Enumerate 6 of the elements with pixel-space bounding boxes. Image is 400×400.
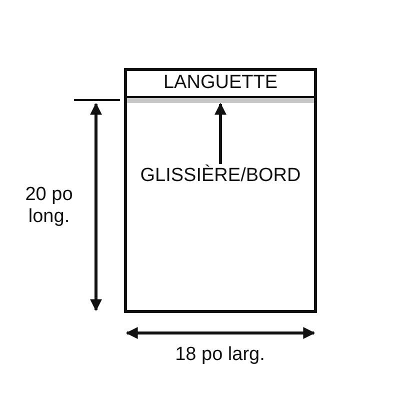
arrow — [214, 102, 226, 164]
zipper-strip — [127, 98, 314, 103]
bag-outline — [124, 68, 317, 313]
dimension-label: 18 po larg. — [174, 344, 266, 366]
zipper-label: GLISSIÈRE/BORD — [126, 164, 315, 190]
dimension-label: 20 po long. — [24, 184, 74, 228]
